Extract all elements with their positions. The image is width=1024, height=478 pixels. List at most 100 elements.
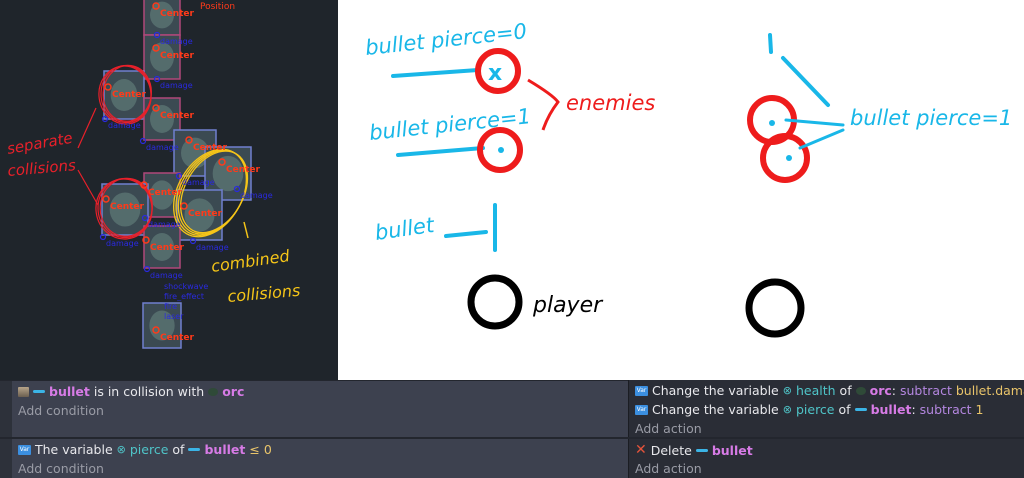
orc-body-6	[150, 180, 174, 210]
bullet-right-projectile	[768, 33, 773, 54]
action-text: Change the variable	[652, 383, 779, 398]
variable-condition-icon: Var	[18, 444, 31, 455]
combined-collision-circle	[180, 150, 249, 234]
damage-label: damage	[160, 37, 193, 46]
damage-point-icon	[189, 237, 197, 245]
bullet-object-icon	[854, 408, 867, 411]
pointer-lines-right	[784, 118, 845, 150]
damage-point-icon	[233, 185, 241, 193]
center-point-icon	[140, 181, 148, 189]
center-point-icon	[152, 104, 160, 112]
damage-point-icon	[101, 115, 109, 123]
center-label: Center	[160, 111, 195, 121]
bullet-dot	[498, 147, 504, 153]
variable-pierce: pierce	[795, 402, 835, 417]
action-change-pierce[interactable]: Var Change the variable ⊗ pierce of bull…	[635, 402, 984, 417]
center-label: Center	[148, 188, 183, 198]
event-1-actions[interactable]: Var Change the variable ⊗ health of orc:…	[628, 380, 1024, 437]
center-label: Center	[193, 143, 228, 153]
event-2-actions[interactable]: ✕ Delete bullet Add action	[628, 439, 1024, 478]
add-condition-button[interactable]: Add condition	[18, 461, 104, 476]
damage-label: damage	[146, 143, 179, 152]
action-delete-bullet[interactable]: ✕ Delete bullet	[635, 442, 753, 458]
damage-label: damage	[108, 121, 141, 130]
damage-label: damage	[148, 220, 181, 229]
center-label: Center	[150, 243, 185, 253]
object-orc: orc	[222, 384, 245, 399]
orc-object-icon	[208, 387, 219, 396]
combined-pointer-line	[243, 221, 249, 239]
center-label: Center	[226, 165, 261, 175]
player-circle	[467, 274, 523, 330]
point-label-laser: laser	[164, 312, 184, 321]
separate-pointer-lines	[77, 107, 99, 206]
add-action-button[interactable]: Add action	[635, 421, 702, 436]
variable-icon: ⊗	[116, 443, 126, 456]
separate-collision-circle	[102, 64, 152, 122]
add-action-button[interactable]: Add action	[635, 461, 702, 476]
damage-label: damage	[182, 178, 215, 187]
separate-label-line1: separate	[6, 129, 74, 158]
center-point-icon	[142, 236, 150, 244]
action-change-health[interactable]: Var Change the variable ⊗ health of orc:…	[635, 383, 1024, 398]
damage-point-icon	[153, 31, 161, 39]
scene-canvas[interactable]: CenterdamageCenterdamageCenterdamageCent…	[0, 0, 338, 380]
bullet-dot-right-1	[769, 120, 775, 126]
center-label: Center	[110, 202, 145, 212]
label-bullet-pierce-1-right: bullet pierce=1	[850, 106, 1012, 130]
orc-body-9	[150, 233, 174, 261]
event-1-conditions[interactable]: bullet is in collision with orc Add cond…	[12, 381, 628, 437]
orc-body-7	[109, 192, 141, 227]
object-bullet: bullet	[711, 442, 753, 458]
condition-collision[interactable]: bullet is in collision with orc	[18, 384, 244, 399]
damage-point-icon	[153, 75, 161, 83]
add-condition-button[interactable]: Add condition	[18, 403, 104, 418]
variable-icon: ⊗	[782, 403, 792, 416]
enemy-circle-right-2	[760, 133, 810, 183]
variable-action-icon: Var	[635, 385, 648, 396]
center-point-icon	[185, 136, 193, 144]
bullet-x-mark: x	[488, 61, 502, 86]
bullet-trail-1	[396, 146, 485, 157]
center-point-icon	[152, 44, 160, 52]
bullet-right-trail	[781, 56, 830, 107]
label-enemies: enemies	[566, 91, 655, 115]
point-label-fire: fire	[164, 302, 177, 311]
condition-variable-pierce[interactable]: Var The variable ⊗ pierce of bullet ≤ 0	[18, 442, 272, 457]
object-orc: orc	[869, 383, 892, 398]
center-point-icon	[180, 202, 188, 210]
variable-icon: ⊗	[782, 384, 792, 397]
value-expression: 1	[975, 402, 984, 417]
event-2-conditions[interactable]: Var The variable ⊗ pierce of bullet ≤ 0 …	[12, 439, 628, 478]
label-player: player	[532, 293, 604, 318]
center-point-icon	[152, 326, 160, 334]
label-bullet: bullet	[373, 213, 436, 245]
player-circle-right	[745, 278, 805, 338]
whiteboard-drawing: bullet pierce=0 x bullet pierce=1 enemie…	[338, 0, 1024, 380]
damage-label: damage	[150, 271, 183, 280]
damage-point-icon	[143, 265, 151, 273]
event-sheet[interactable]: bullet is in collision with orc Add cond…	[0, 380, 1024, 478]
separate-label-line2: collisions	[7, 156, 77, 180]
orc-object-icon	[855, 386, 866, 395]
variable-action-icon: Var	[635, 404, 648, 415]
object-bullet: bullet	[49, 384, 90, 399]
variable-pierce: pierce	[129, 442, 169, 457]
action-text: Change the variable	[652, 402, 779, 417]
bullet-dot-right-2	[786, 155, 792, 161]
bullet-trail-0	[391, 68, 480, 78]
bullet-pointer	[444, 230, 488, 238]
center-point-icon	[104, 83, 112, 91]
orc-body-1	[150, 42, 174, 72]
comparison-value: 0	[263, 442, 272, 457]
center-label: Center	[160, 51, 195, 61]
bullet-object-icon	[33, 390, 45, 393]
orc-body-3	[150, 105, 174, 133]
damage-label: damage	[160, 81, 193, 90]
orc-body-2	[110, 79, 138, 111]
condition-text: is in collision with	[93, 384, 205, 399]
whiteboard-canvas: bullet pierce=0 x bullet pierce=1 enemie…	[364, 19, 1012, 338]
label-bullet-pierce-1: bullet pierce=1	[368, 104, 532, 145]
object-bullet: bullet	[204, 442, 246, 457]
